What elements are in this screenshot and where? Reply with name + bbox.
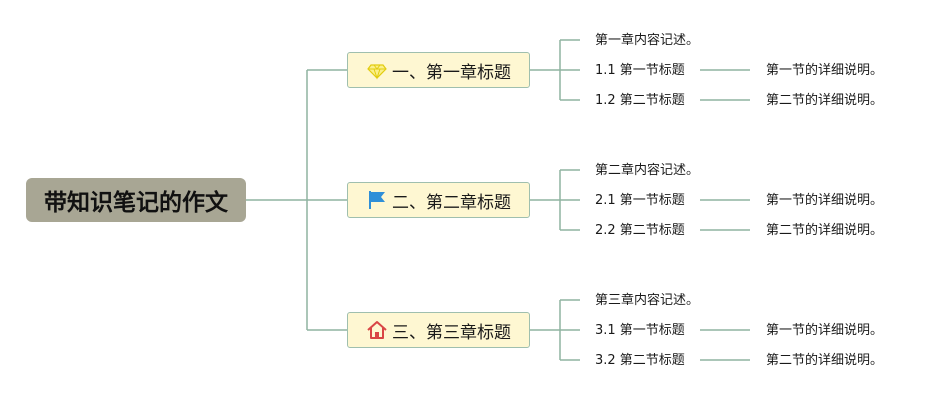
chapter-node-1[interactable]: 一、第一章标题 [347,52,530,88]
chapter-3-section-1-detail[interactable]: 第一节的详细说明。 [766,323,884,338]
chapter-2-section-1[interactable]: 2.1 第一节标题 [595,193,685,208]
chapter-title-1: 一、第一章标题 [392,62,511,83]
chapter-2-section-2-detail[interactable]: 第二节的详细说明。 [766,223,884,238]
chapter-3-section-2[interactable]: 3.2 第二节标题 [595,353,685,368]
chapter-2-section-2[interactable]: 2.2 第二节标题 [595,223,685,238]
chapter-1-section-1-detail[interactable]: 第一节的详细说明。 [766,63,884,78]
chapter-title-2: 二、第二章标题 [392,192,511,213]
chapter-node-2[interactable]: 二、第二章标题 [347,182,530,218]
root-node[interactable]: 带知识笔记的作文 [26,178,246,222]
chapter-title-3: 三、第三章标题 [392,322,511,343]
house-icon [366,319,388,341]
flag-icon [366,189,388,211]
chapter-1-section-1[interactable]: 1.1 第一节标题 [595,63,685,78]
diamond-icon [366,59,388,81]
chapter-2-section-1-detail[interactable]: 第一节的详细说明。 [766,193,884,208]
chapter-1-section-2[interactable]: 1.2 第二节标题 [595,93,685,108]
chapter-3-section-2-detail[interactable]: 第二节的详细说明。 [766,353,884,368]
chapter-3-section-1[interactable]: 3.1 第一节标题 [595,323,685,338]
chapter-2-summary[interactable]: 第二章内容记述。 [595,163,700,178]
chapter-1-summary[interactable]: 第一章内容记述。 [595,33,700,48]
chapter-1-section-2-detail[interactable]: 第二节的详细说明。 [766,93,884,108]
chapter-3-summary[interactable]: 第三章内容记述。 [595,293,700,308]
chapter-node-3[interactable]: 三、第三章标题 [347,312,530,348]
root-title: 带知识笔记的作文 [44,190,228,216]
